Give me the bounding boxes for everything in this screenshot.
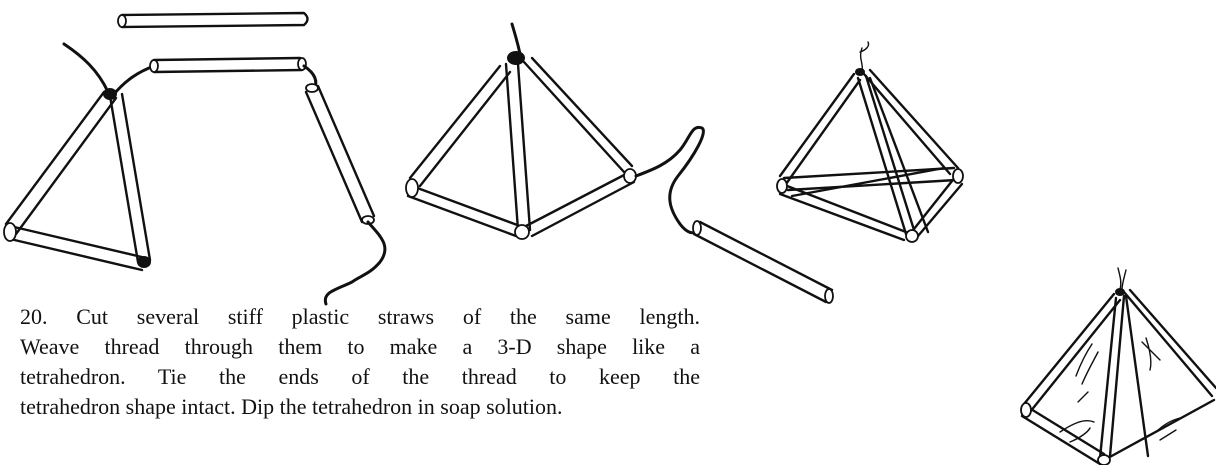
- soap-film-tetrahedron-icon: [1021, 268, 1216, 465]
- straw-pyramid-icon: [406, 24, 833, 303]
- caption-line-4: tetrahedron shape intact. Dip the tetrah…: [20, 392, 700, 422]
- loose-straw-icon: [118, 13, 308, 27]
- instruction-caption: 20. Cut several stiff plastic straws of …: [20, 302, 700, 422]
- straw-triangle-icon: [4, 44, 385, 304]
- caption-line-2: Weave thread through them to make a 3-D …: [20, 332, 700, 362]
- tetrahedron-icon: [777, 42, 963, 242]
- caption-line-1: 20. Cut several stiff plastic straws of …: [20, 302, 700, 332]
- caption-line-3: tetrahedron. Tie the ends of the thread …: [20, 362, 700, 392]
